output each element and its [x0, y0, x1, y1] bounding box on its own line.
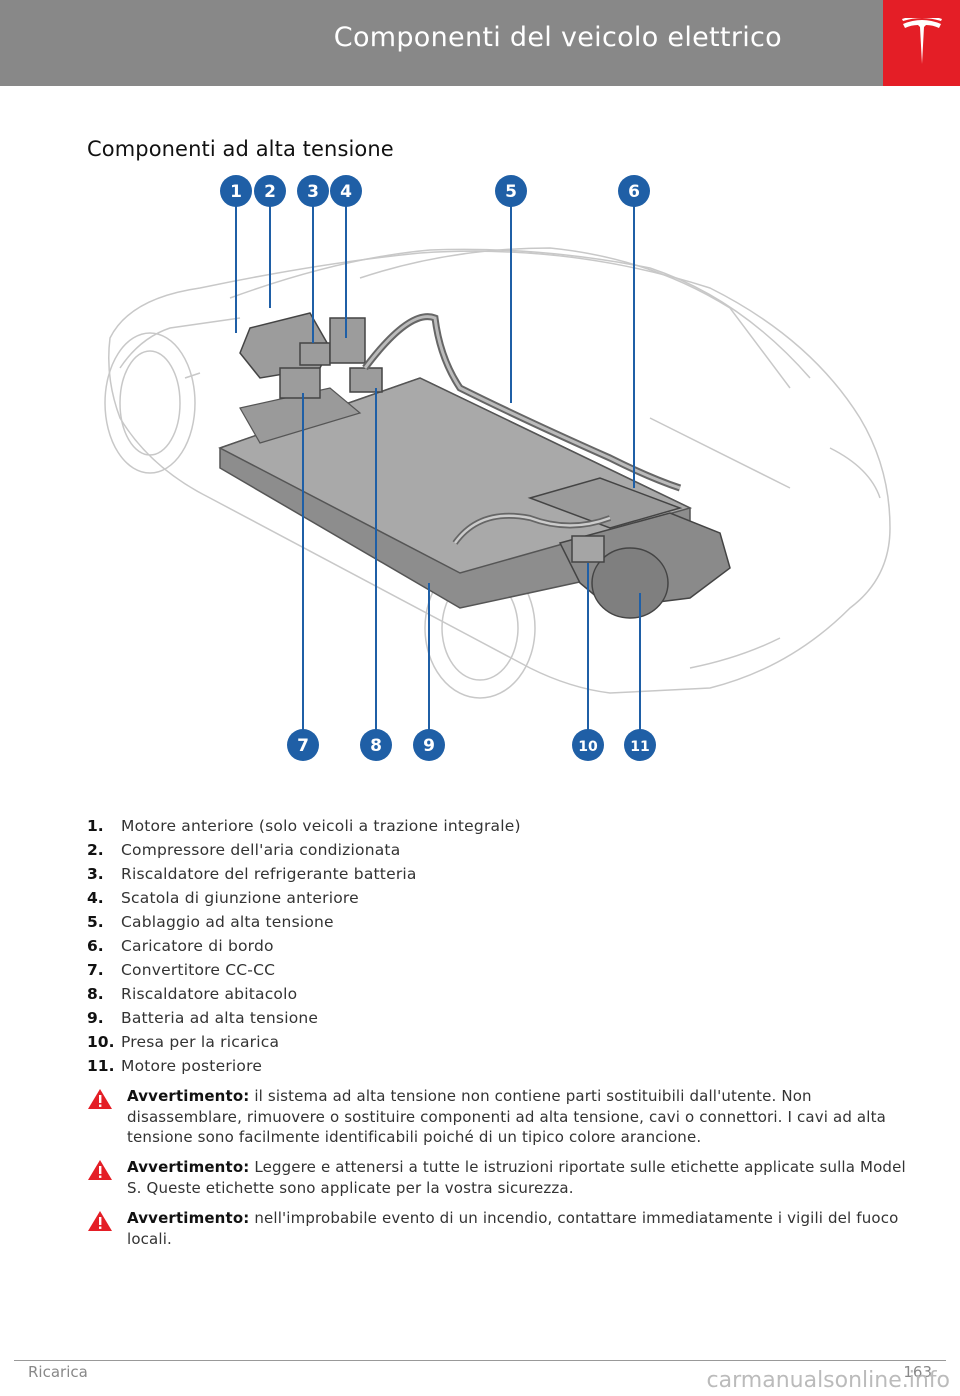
warning-text: Avvertimento: Leggere e attenersi a tutt… [127, 1157, 917, 1198]
list-item-number: 10. [87, 1033, 115, 1051]
callout-label-2: 2 [264, 182, 276, 202]
callout-9 [413, 729, 445, 761]
warning-message: nell'improbabile evento di un incendio, … [127, 1209, 899, 1248]
warning-text: Avvertimento: nell'improbabile evento di… [127, 1208, 917, 1249]
callout-7 [287, 729, 319, 761]
warning-label: Avvertimento: [127, 1158, 250, 1176]
callout-6 [618, 175, 650, 207]
list-item-number: 6. [87, 937, 104, 955]
footer-page-number: 163 [903, 1363, 932, 1381]
callout-label-9: 9 [423, 736, 435, 756]
warning-triangle-icon [87, 1086, 127, 1148]
list-item: 2. Compressore dell'aria condizionata [87, 838, 521, 862]
list-item-number: 9. [87, 1009, 104, 1027]
tesla-logo-icon [883, 0, 960, 86]
callout-label-4: 4 [340, 182, 352, 202]
list-item: 8. Riscaldatore abitacolo [87, 982, 521, 1006]
list-item-number: 3. [87, 865, 104, 883]
list-item: 4. Scatola di giunzione anteriore [87, 886, 521, 910]
callout-label-11: 11 [630, 739, 649, 755]
list-item-label: Convertitore CC-CC [121, 961, 276, 979]
callout-5 [495, 175, 527, 207]
callout-8 [360, 729, 392, 761]
warning-label: Avvertimento: [127, 1087, 250, 1105]
warning-message: Leggere e attenersi a tutte le istruzion… [127, 1158, 906, 1197]
watermark-text: carmanualsonline.info [706, 1368, 950, 1393]
list-item: 9. Batteria ad alta tensione [87, 1006, 521, 1030]
list-item-label: Batteria ad alta tensione [121, 1009, 319, 1027]
list-item: 11. Motore posteriore [87, 1054, 521, 1078]
warning-message: il sistema ad alta tensione non contiene… [127, 1087, 886, 1146]
list-item-label: Motore anteriore (solo veicoli a trazion… [121, 817, 521, 835]
callout-label-3: 3 [307, 182, 319, 202]
page-header-title: Componenti del veicolo elettrico [333, 22, 782, 53]
section-title: Componenti ad alta tensione [87, 137, 394, 161]
warning-triangle-icon [87, 1157, 127, 1198]
list-item-label: Scatola di giunzione anteriore [121, 889, 359, 907]
list-item: 6. Caricatore di bordo [87, 934, 521, 958]
list-item: 5. Cablaggio ad alta tensione [87, 910, 521, 934]
list-item-label: Motore posteriore [121, 1057, 263, 1075]
callout-label-7: 7 [297, 736, 309, 756]
callout-label-5: 5 [505, 182, 517, 202]
callout-4 [330, 175, 362, 207]
warning-block: Avvertimento: il sistema ad alta tension… [87, 1086, 917, 1148]
list-item-number: 7. [87, 961, 104, 979]
warning-block: Avvertimento: nell'improbabile evento di… [87, 1208, 917, 1249]
list-item: 10. Presa per la ricarica [87, 1030, 521, 1054]
warning-label: Avvertimento: [127, 1209, 250, 1227]
callout-2 [254, 175, 286, 207]
warning-text: Avvertimento: il sistema ad alta tension… [127, 1086, 917, 1148]
callout-label-6: 6 [628, 182, 640, 202]
callout-1 [220, 175, 252, 207]
list-item: 7. Convertitore CC-CC [87, 958, 521, 982]
callout-10 [572, 729, 604, 761]
list-item-label: Caricatore di bordo [121, 937, 274, 955]
list-item-number: 4. [87, 889, 104, 907]
list-item-number: 11. [87, 1057, 115, 1075]
list-item-number: 2. [87, 841, 104, 859]
footer-section-name: Ricarica [28, 1363, 88, 1381]
callout-label-10: 10 [578, 739, 598, 755]
callout-3 [297, 175, 329, 207]
component-list: 1. Motore anteriore (solo veicoli a trazi… [87, 814, 521, 1078]
list-item-label: Presa per la ricarica [121, 1033, 280, 1051]
high-voltage-components-diagram: 1 2 3 4 5 6 7 8 9 10 11 [104, 175, 891, 761]
list-item-label: Riscaldatore del refrigerante batteria [121, 865, 417, 883]
list-item-number: 8. [87, 985, 104, 1003]
header-bar: Componenti del veicolo elettrico [0, 0, 883, 86]
list-item-number: 1. [87, 817, 104, 835]
list-item-label: Riscaldatore abitacolo [121, 985, 298, 1003]
callout-label-1: 1 [230, 182, 242, 202]
footer-divider [14, 1360, 946, 1361]
list-item-number: 5. [87, 913, 104, 931]
list-item-label: Cablaggio ad alta tensione [121, 913, 334, 931]
callout-label-8: 8 [370, 736, 382, 756]
list-item-label: Compressore dell'aria condizionata [121, 841, 401, 859]
warning-triangle-icon [87, 1208, 127, 1249]
callout-11 [624, 729, 656, 761]
warning-block: Avvertimento: Leggere e attenersi a tutt… [87, 1157, 917, 1198]
list-item: 3. Riscaldatore del refrigerante batteria [87, 862, 521, 886]
list-item: 1. Motore anteriore (solo veicoli a trazi… [87, 814, 521, 838]
